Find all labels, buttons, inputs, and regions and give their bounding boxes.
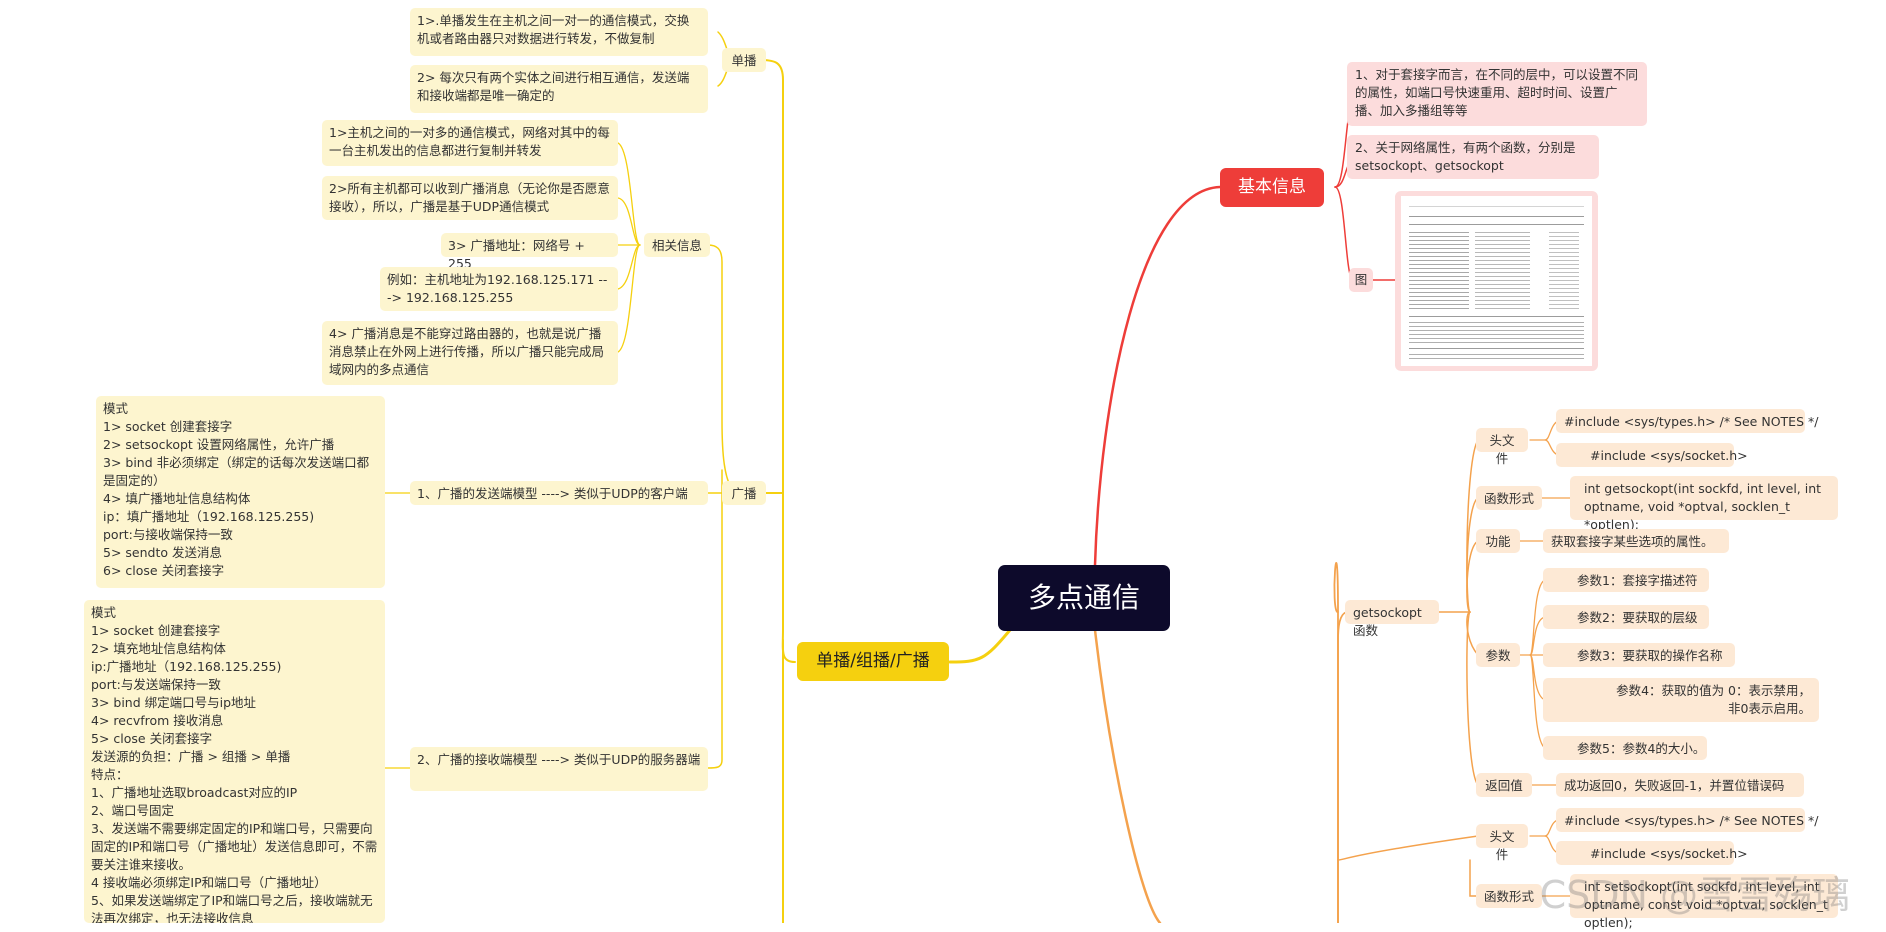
setsockopt-header-label[interactable]: 头文件 [1476, 824, 1528, 862]
basic-item-1[interactable]: 1、对于套接字而言，在不同的层中，可以设置不同的属性，如端口号快速重用、超时时间… [1347, 62, 1647, 126]
sender-detail[interactable]: 模式 1> socket 创建套接字 2> setsockopt 设置网络属性，… [96, 396, 385, 588]
basic-item-2[interactable]: 2、关于网络属性，有两个函数，分别是setsockopt、getsockopt [1347, 135, 1599, 179]
related-item-5[interactable]: 4> 广播消息是不能穿过路由器的，也就是说广播消息禁止在外网上进行传播，所以广播… [322, 321, 618, 385]
getsockopt-param-3[interactable]: 参数3：要获取的操作名称 [1543, 643, 1735, 667]
related-item-2[interactable]: 2>所有主机都可以收到广播消息（无论你是否愿意接收），所以，广播是基于UDP通信… [322, 176, 618, 220]
getsockopt-param-2[interactable]: 参数2：要获取的层级 [1543, 605, 1709, 629]
csdn-watermark: CSDN @雪雪殇璃 [1539, 873, 1850, 917]
setsockopt-header-2[interactable]: #include <sys/socket.h> [1556, 841, 1748, 865]
getsockopt-proto[interactable]: int getsockopt(int sockfd, int level, in… [1570, 476, 1838, 532]
getsockopt-ret-label[interactable]: 返回值 [1476, 773, 1532, 797]
topic-unicast-multicast-broadcast[interactable]: 单播/组播/广播 [797, 642, 949, 681]
topic-related-info[interactable]: 相关信息 [644, 233, 710, 257]
setsockopt-proto-label[interactable]: 函数形式 [1476, 884, 1542, 908]
unicast-item-1[interactable]: 1>.单播发生在主机之间一对一的通信模式，交换机或者路由器只对数据进行转发，不做… [410, 8, 708, 56]
topic-unicast[interactable]: 单播 [722, 48, 766, 72]
table-image-content [1401, 196, 1592, 366]
topic-image[interactable]: 图 [1349, 268, 1373, 292]
getsockopt-param-1[interactable]: 参数1：套接字描述符 [1543, 568, 1709, 592]
getsockopt-header-label[interactable]: 头文件 [1476, 428, 1528, 466]
getsockopt-header-1[interactable]: #include <sys/types.h> /* See NOTES */ [1556, 409, 1818, 433]
topic-getsockopt[interactable]: getsockopt函数 [1345, 600, 1439, 638]
topic-broadcast-receiver[interactable]: 2、广播的接收端模型 ----> 类似于UDP的服务器端 [410, 747, 708, 791]
getsockopt-header-2[interactable]: #include <sys/socket.h> [1556, 443, 1748, 467]
topic-basic-info[interactable]: 基本信息 [1220, 168, 1324, 207]
socket-options-table-image[interactable] [1395, 191, 1598, 371]
getsockopt-param-4[interactable]: 参数4：获取的值为 0：表示禁用， 非0表示启用。 [1543, 678, 1819, 722]
setsockopt-proto[interactable]: int setsockopt(int sockfd, int level, in… [1570, 874, 1838, 930]
root-topic[interactable]: 多点通信 [998, 565, 1170, 631]
getsockopt-func-label[interactable]: 功能 [1476, 529, 1520, 553]
topic-broadcast-sender[interactable]: 1、广播的发送端模型 ----> 类似于UDP的客户端 [410, 481, 708, 505]
setsockopt-header-1[interactable]: #include <sys/types.h> /* See NOTES */ [1556, 808, 1818, 832]
related-item-1[interactable]: 1>主机之间的一对多的通信模式，网络对其中的每一台主机发出的信息都进行复制并转发 [322, 120, 618, 166]
topic-broadcast[interactable]: 广播 [722, 481, 766, 505]
getsockopt-params-label[interactable]: 参数 [1476, 643, 1520, 667]
receiver-detail[interactable]: 模式 1> socket 创建套接字 2> 填充地址信息结构体 ip:广播地址（… [84, 600, 385, 923]
related-item-4[interactable]: 例如：主机地址为192.168.125.171 ---> 192.168.125… [380, 267, 618, 311]
related-item-3[interactable]: 3> 广播地址：网络号 + 255 [441, 233, 618, 271]
getsockopt-proto-label[interactable]: 函数形式 [1476, 486, 1542, 510]
getsockopt-param-5[interactable]: 参数5：参数4的大小。 [1543, 736, 1707, 760]
unicast-item-2[interactable]: 2> 每次只有两个实体之间进行相互通信，发送端和接收端都是唯一确定的 [410, 65, 708, 113]
getsockopt-ret[interactable]: 成功返回0，失败返回-1，并置位错误码 [1556, 773, 1804, 797]
getsockopt-func[interactable]: 获取套接字某些选项的属性。 [1543, 529, 1729, 553]
